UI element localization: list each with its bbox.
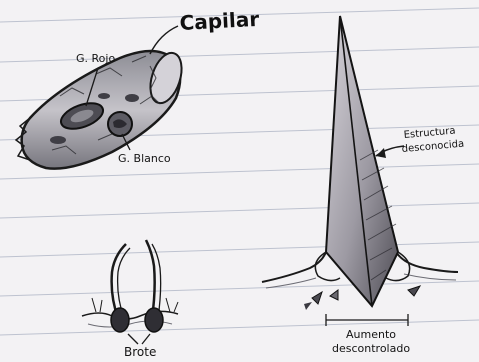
unknown-structure-label-line1: Estructura bbox=[403, 126, 456, 141]
ruled-lines bbox=[0, 8, 479, 335]
uncontrolled-growth-label-line1: Aumento bbox=[346, 328, 396, 341]
uncontrolled-growth-label-line2: descontrolado bbox=[332, 342, 410, 355]
capillary-drawing bbox=[16, 26, 187, 169]
unknown-structure-label-line2: desconocida bbox=[401, 139, 464, 155]
red-cell-label: G. Rojo bbox=[76, 52, 115, 65]
spike-drawing bbox=[262, 16, 458, 326]
white-cell-label: G. Blanco bbox=[118, 152, 171, 165]
sprout-label: Brote bbox=[124, 345, 156, 359]
capillary-label: Capilar bbox=[179, 7, 260, 35]
